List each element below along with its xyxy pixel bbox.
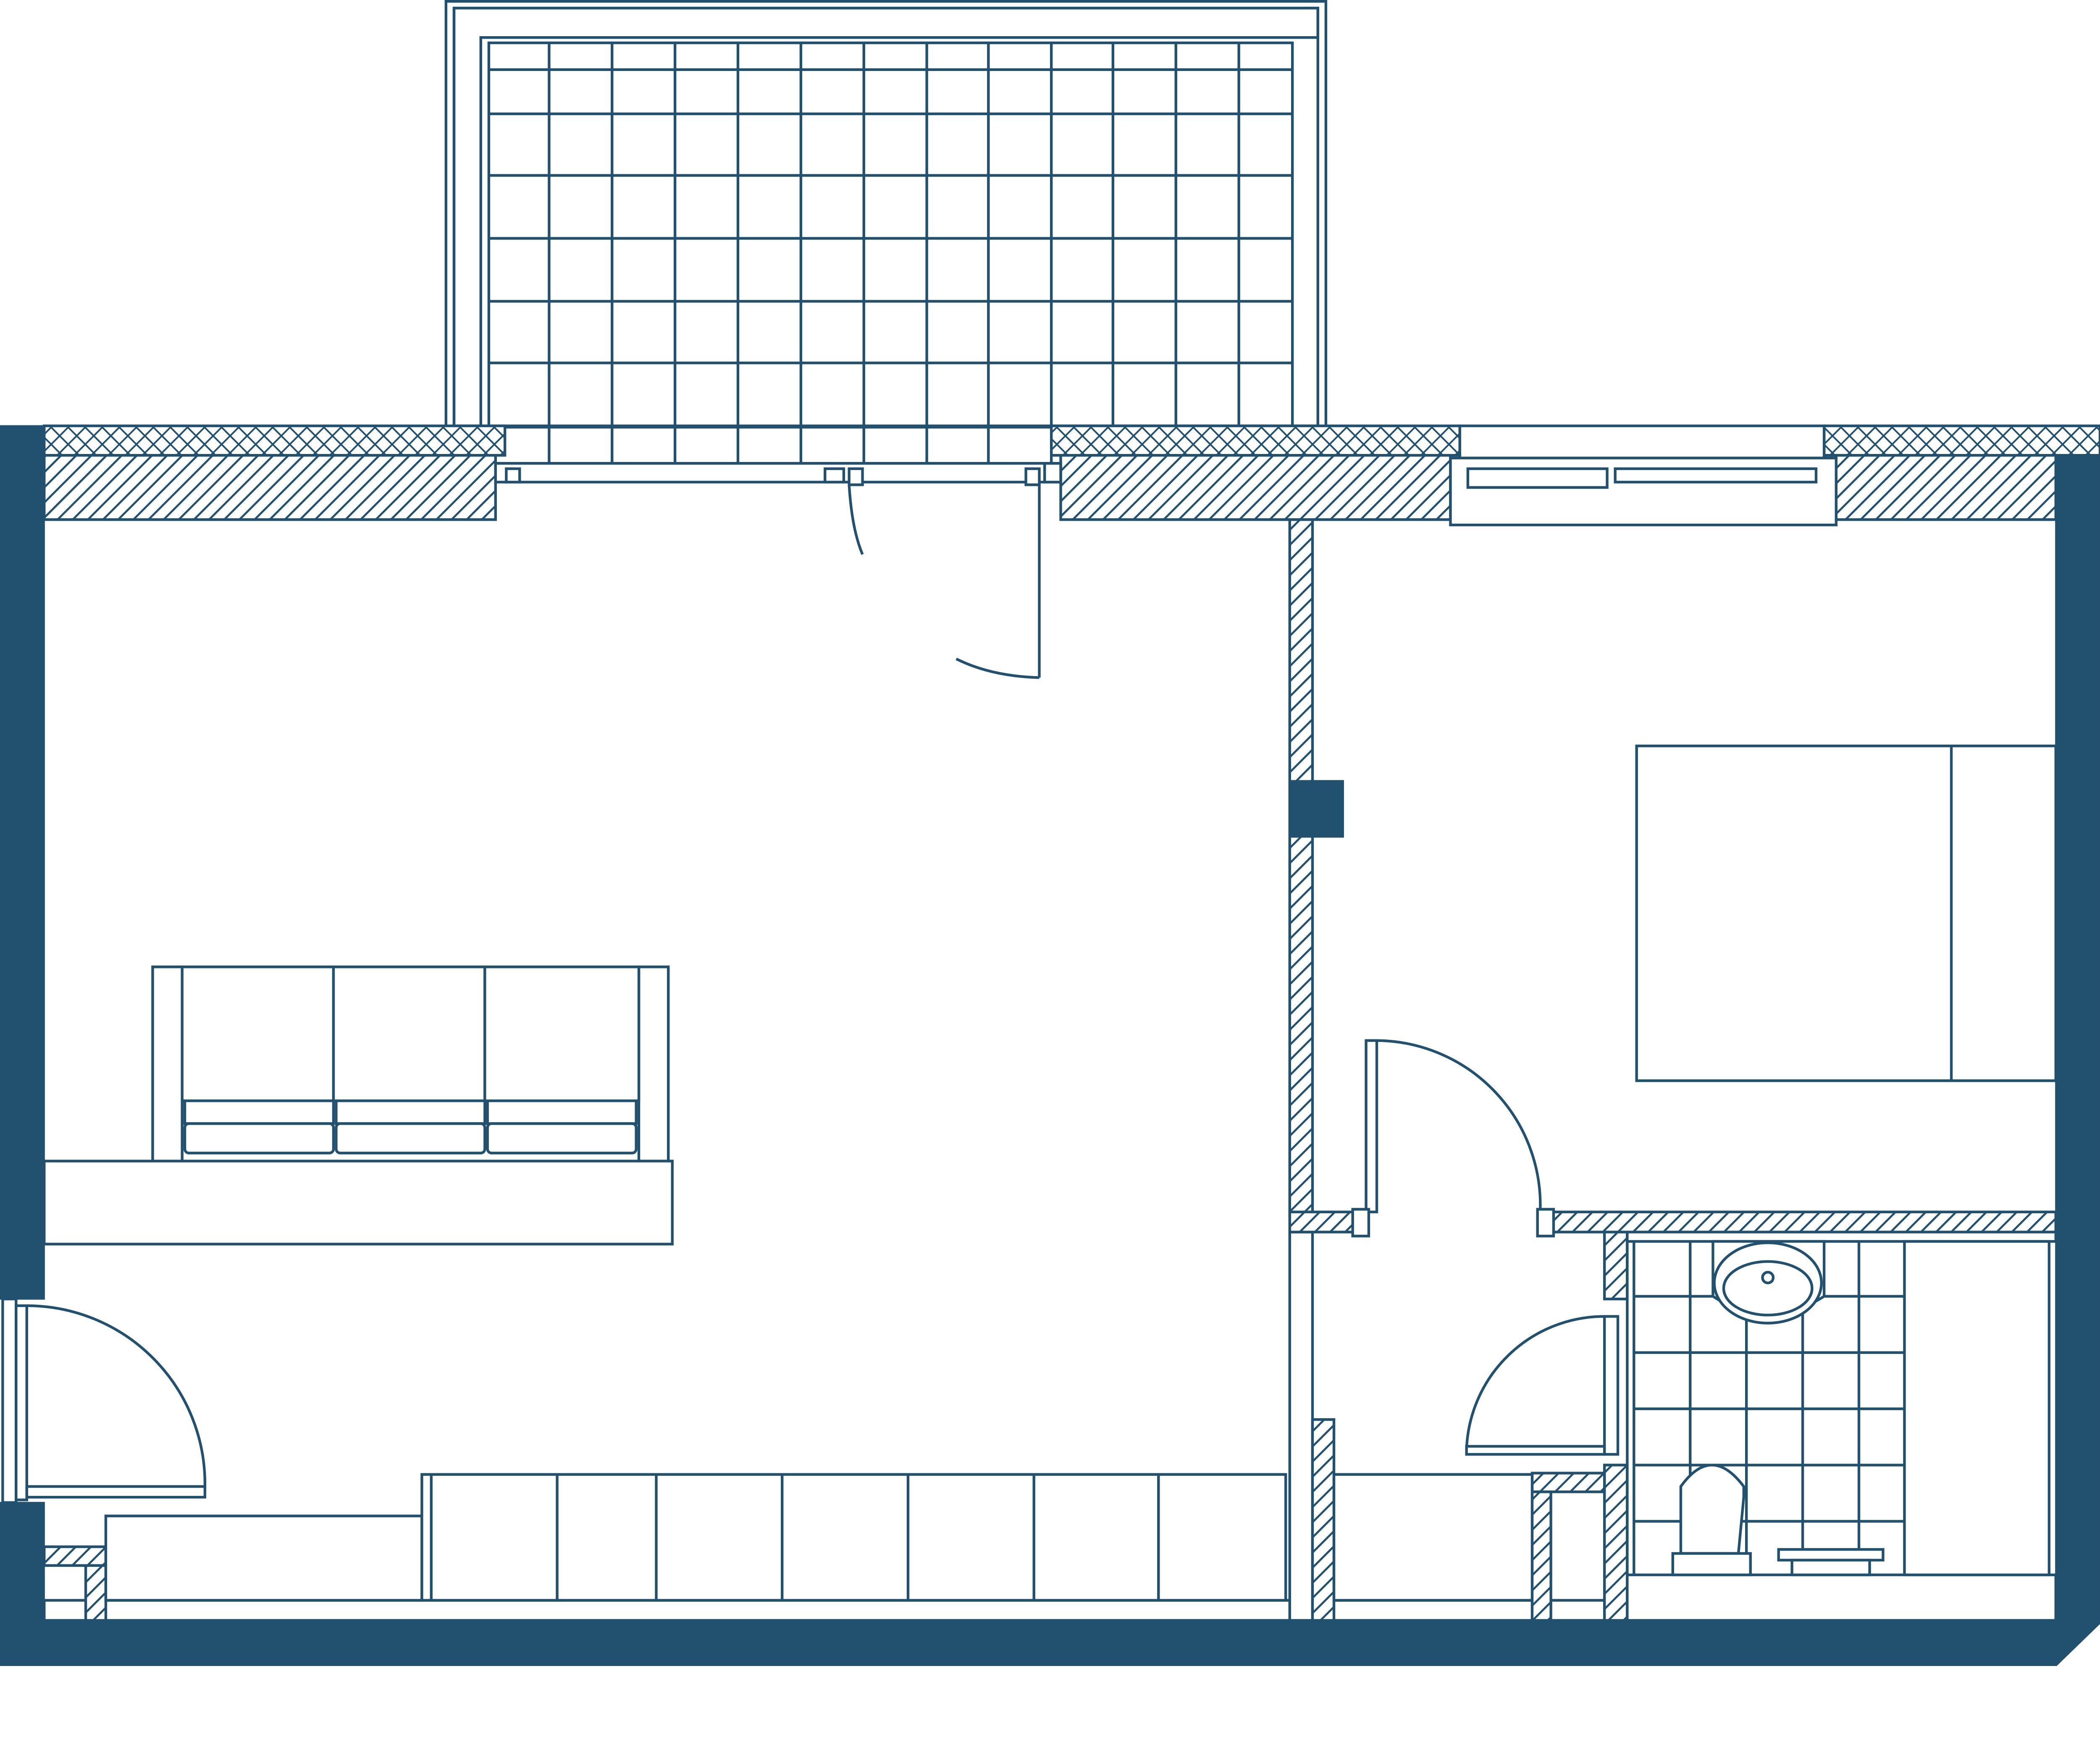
door-stop xyxy=(1351,1208,1370,1238)
closet-wall xyxy=(1530,1472,1606,1493)
wall-segment xyxy=(1059,454,1452,521)
sofa-seat xyxy=(183,1099,335,1125)
frame-post xyxy=(1043,462,1062,484)
balcony-door-frame xyxy=(494,462,1062,679)
door-leaf[interactable] xyxy=(15,1304,28,1501)
entrance-door[interactable] xyxy=(1,1297,207,1504)
top-wall xyxy=(43,424,2100,521)
balcony-railing-outer xyxy=(444,0,1328,429)
shower-area xyxy=(1903,1240,2051,1577)
faucet-icon xyxy=(1761,1271,1775,1285)
frame-post xyxy=(824,467,845,484)
door-swing-arc xyxy=(1377,1039,1542,1212)
column xyxy=(1289,780,1344,838)
partition-wall xyxy=(1288,518,1314,1217)
toilet-bowl xyxy=(1679,1464,1745,1555)
sofa-seat-front xyxy=(335,1122,486,1154)
sofa-seat xyxy=(335,1099,486,1125)
sofa-armrest xyxy=(637,966,670,1162)
door-stop xyxy=(1536,1208,1555,1238)
tile-edge xyxy=(1626,1231,2057,1243)
wall-insulation xyxy=(43,424,507,457)
hallway-closet xyxy=(1332,1473,1534,1602)
window-sash[interactable] xyxy=(1614,467,1818,484)
balcony xyxy=(444,0,1328,465)
door-leaf[interactable] xyxy=(1365,1039,1378,1214)
niche-wall xyxy=(43,1545,108,1567)
right-wall xyxy=(2055,454,2100,1666)
toilet xyxy=(1671,1464,1752,1577)
door-swing-arc xyxy=(848,485,864,555)
kitchen-cabinets xyxy=(420,1473,1287,1602)
toilet-tank xyxy=(1671,1552,1752,1577)
bathroom-wall xyxy=(1603,1464,1629,1622)
outer-walls xyxy=(0,425,2100,1666)
sofa-seat-front xyxy=(486,1122,638,1154)
sink xyxy=(1712,1240,1826,1325)
towel-shelf-base xyxy=(1790,1558,1871,1577)
counter xyxy=(43,1160,674,1246)
sofa-back-cushion xyxy=(181,966,335,1102)
towel-shelf xyxy=(1777,1548,1885,1562)
balcony-rail xyxy=(452,6,1319,426)
wall-insulation xyxy=(1050,424,1461,457)
bed-frame xyxy=(1635,744,2057,1082)
sofa xyxy=(151,966,670,1162)
window-frame xyxy=(494,462,1062,484)
niche-wall xyxy=(84,1564,108,1622)
partition-wall xyxy=(1288,1210,1361,1233)
sofa-seat-front xyxy=(183,1122,335,1154)
window-sash[interactable] xyxy=(1466,467,1609,489)
closet-wall xyxy=(1530,1490,1552,1622)
sink-basin xyxy=(1722,1260,1814,1317)
tile-edge xyxy=(1626,1573,2057,1622)
sofa-back-cushion xyxy=(483,966,640,1102)
bathroom-wall xyxy=(1603,1231,1629,1301)
wall-segment xyxy=(43,454,497,521)
partition-wall xyxy=(1545,1210,2057,1233)
door-frame xyxy=(1,1297,18,1504)
bedroom-door[interactable] xyxy=(1351,1039,1555,1238)
sofa-seat xyxy=(486,1099,638,1125)
sofa-armrest xyxy=(151,966,184,1162)
wall-insulation xyxy=(1822,424,2100,457)
left-wall xyxy=(0,425,45,1300)
bedroom-window xyxy=(1449,424,1838,527)
shoe-cabinet xyxy=(104,1514,423,1602)
door-swing-arc xyxy=(956,658,1040,679)
door-swing-arc xyxy=(26,1304,207,1487)
wall-segment xyxy=(1835,454,2057,521)
door-swing-arc xyxy=(1465,1315,1605,1451)
balcony-tile-grid xyxy=(488,43,1293,464)
floor-plan xyxy=(0,0,2100,1666)
partition-wall-thin xyxy=(1288,1231,1314,1622)
kitchen-counter xyxy=(420,1473,1287,1602)
bathroom-door[interactable] xyxy=(1465,1315,1620,1456)
partition-wall xyxy=(1311,1418,1336,1622)
frame-post xyxy=(505,467,521,484)
frame-post xyxy=(848,467,864,486)
sofa-back-cushion xyxy=(332,966,486,1102)
frame-post xyxy=(1024,467,1041,486)
door-threshold xyxy=(1465,1445,1606,1456)
bed xyxy=(1635,744,2057,1082)
door-threshold xyxy=(25,1485,207,1499)
door-leaf[interactable] xyxy=(1603,1315,1620,1456)
